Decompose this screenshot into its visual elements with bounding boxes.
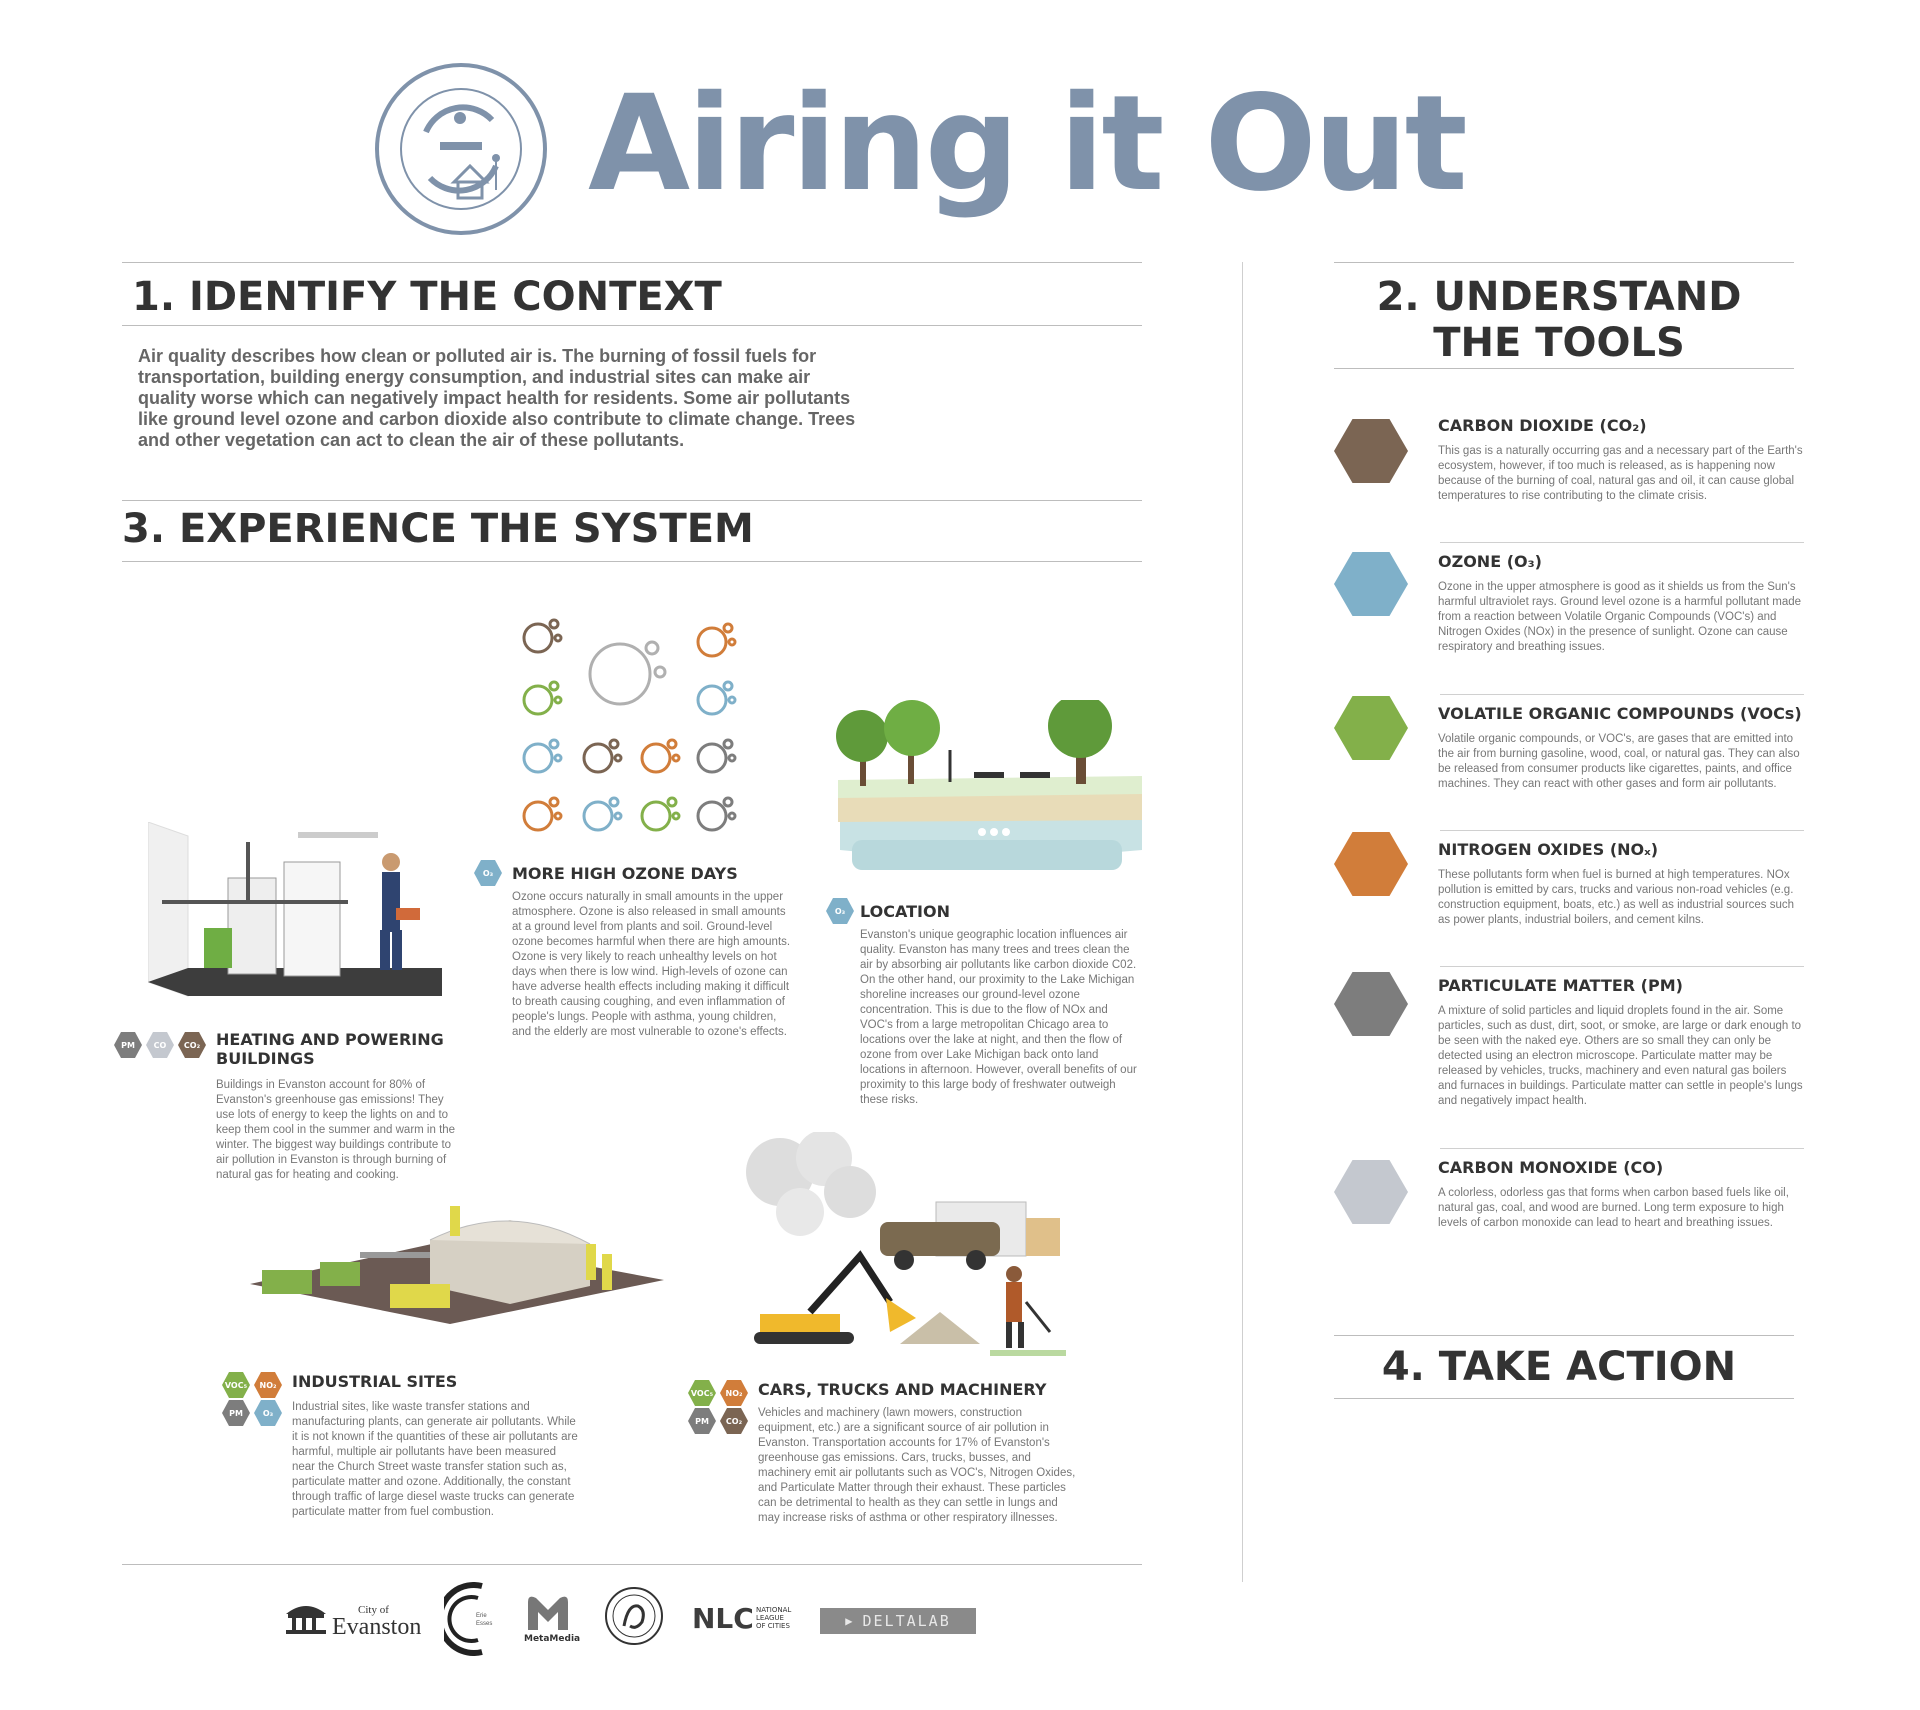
deltalab-play-icon: ▶	[845, 1614, 855, 1628]
pm-badge-icon: PM	[688, 1408, 716, 1434]
erie-esses-logo-icon	[444, 1582, 483, 1656]
intro-paragraph: Air quality describes how clean or pollu…	[138, 346, 856, 450]
divider	[1440, 542, 1804, 543]
pollutant-title: CARBON DIOXIDE (CO₂)	[1438, 416, 1647, 435]
evanston-building-icon	[286, 1606, 326, 1634]
deltalab-logo: ▶ DELTALAB	[820, 1608, 976, 1634]
co2-hexagon-icon	[1334, 419, 1408, 483]
co2-badge-icon: CO₂	[178, 1032, 206, 1058]
industrial-heading: INDUSTRIAL SITES	[292, 1372, 458, 1391]
divider	[1440, 966, 1804, 967]
pollutant-title: PARTICULATE MATTER (PM)	[1438, 976, 1683, 995]
pollutant-nox: NITROGEN OXIDES (NOₓ) These pollutants f…	[1334, 832, 1804, 950]
pm-badge-icon: PM	[222, 1400, 250, 1426]
cars-heading: CARS, TRUCKS AND MACHINERY	[758, 1380, 1047, 1399]
pollutant-description: These pollutants form when fuel is burne…	[1438, 869, 1795, 926]
divider	[122, 500, 1142, 501]
pollutant-description: Volatile organic compounds, or VOC's, ar…	[1438, 733, 1800, 790]
pollutant-description: A colorless, odorless gas that forms whe…	[1438, 1187, 1789, 1229]
pollutant-description: A mixture of solid particles and liquid …	[1438, 1005, 1803, 1107]
voc-badge-icon: VOC₅	[222, 1372, 250, 1398]
no2-badge-icon: NO₂	[720, 1380, 748, 1406]
pollutant-vocs: VOLATILE ORGANIC COMPOUNDS (VOCs) Volati…	[1334, 696, 1804, 814]
ozone-text: Ozone occurs naturally in small amounts …	[512, 891, 791, 1038]
location-text: Evanston's unique geographic location in…	[860, 929, 1137, 1106]
cars-text: Vehicles and machinery (lawn mowers, con…	[758, 1407, 1076, 1524]
nox-hexagon-icon	[1334, 832, 1408, 896]
buildings-text: Buildings in Evanston account for 80% of…	[216, 1079, 456, 1181]
deltalab-logo-text: DELTALAB	[862, 1612, 951, 1630]
section-experience-title: 3. EXPERIENCE THE SYSTEM	[122, 506, 754, 552]
o3-badge-icon: O₃	[474, 860, 502, 886]
nlc-logo-small-text: NATIONAL LEAGUE OF CITIES	[756, 1606, 792, 1630]
pollutant-co2: CARBON DIOXIDE (CO₂) This gas is a natur…	[1334, 416, 1804, 526]
column-divider	[1242, 262, 1243, 1582]
no2-badge-icon: NO₂	[254, 1372, 282, 1398]
divider	[122, 262, 1142, 263]
divider	[1440, 830, 1804, 831]
pollutant-title: NITROGEN OXIDES (NOₓ)	[1438, 840, 1659, 859]
ozone-molecules-illustration	[522, 618, 737, 832]
divider	[122, 561, 1142, 562]
divider	[1440, 1148, 1804, 1149]
erie-esses-logo-text: Erie Esses	[476, 1613, 493, 1627]
evanston-logo: Evanston	[332, 1614, 422, 1640]
pollutant-title: VOLATILE ORGANIC COMPOUNDS (VOCs)	[1438, 704, 1802, 723]
metamedia-logo-text: MetaMedia	[524, 1634, 581, 1644]
vehicles-machinery-illustration	[746, 1132, 1066, 1356]
climate-plan-seal-logo	[375, 63, 547, 235]
section-identify-title: 1. IDENTIFY THE CONTEXT	[132, 274, 722, 320]
pollutant-description: This gas is a naturally occurring gas an…	[1438, 445, 1803, 502]
o3-badge-icon: O₃	[254, 1400, 282, 1426]
co2-badge-icon: CO₂	[720, 1408, 748, 1434]
location-heading: LOCATION	[860, 902, 950, 921]
divider	[1334, 1398, 1794, 1399]
page-title: Airing it Out	[588, 67, 1468, 221]
pollutant-title: OZONE (O₃)	[1438, 552, 1542, 571]
pm-badge-icon: PM	[114, 1032, 142, 1058]
pollutant-title: CARBON MONOXIDE (CO)	[1438, 1158, 1664, 1177]
divider	[1334, 368, 1794, 369]
divider	[1440, 694, 1804, 695]
pollutant-ozone: OZONE (O₃) Ozone in the upper atmosphere…	[1334, 552, 1804, 682]
section-take-action-title: 4. TAKE ACTION	[1381, 1344, 1737, 1390]
ozone-hexagon-icon	[1334, 552, 1408, 616]
co-badge-icon: CO	[146, 1032, 174, 1058]
pollutant-pm: PARTICULATE MATTER (PM) A mixture of sol…	[1334, 972, 1804, 1126]
arts-council-seal-icon	[605, 1587, 663, 1645]
co-hexagon-icon	[1334, 1160, 1408, 1224]
section-understand-line1: 2. UNDERSTAND	[1376, 274, 1742, 320]
ozone-heading: MORE HIGH OZONE DAYS	[512, 864, 738, 883]
divider	[122, 1564, 1142, 1565]
divider	[1334, 1335, 1794, 1336]
voc-badge-icon: VOC₅	[688, 1380, 716, 1406]
pm-hexagon-icon	[1334, 972, 1408, 1036]
industrial-site-illustration	[250, 1206, 664, 1324]
nlc-logo: NLC	[692, 1602, 754, 1635]
divider	[1334, 262, 1794, 263]
divider	[122, 325, 1142, 326]
vocs-hexagon-icon	[1334, 696, 1408, 760]
metamedia-logo-icon	[528, 1596, 568, 1630]
section-understand-line2: THE TOOLS	[1433, 320, 1685, 366]
industrial-text: Industrial sites, like waste transfer st…	[292, 1401, 578, 1518]
pollutant-co: CARBON MONOXIDE (CO) A colorless, odorle…	[1334, 1158, 1804, 1248]
buildings-heading: HEATING AND POWERING BUILDINGS	[216, 1030, 444, 1068]
boiler-room-illustration	[148, 822, 442, 997]
o3-badge-icon: O₃	[826, 898, 854, 924]
lakefront-park-illustration	[836, 700, 1142, 870]
section-understand-title: 2. UNDERSTAND THE TOOLS	[1334, 274, 1784, 366]
evanston-logo-small: City of	[358, 1604, 389, 1616]
pollutant-description: Ozone in the upper atmosphere is good as…	[1438, 581, 1802, 653]
